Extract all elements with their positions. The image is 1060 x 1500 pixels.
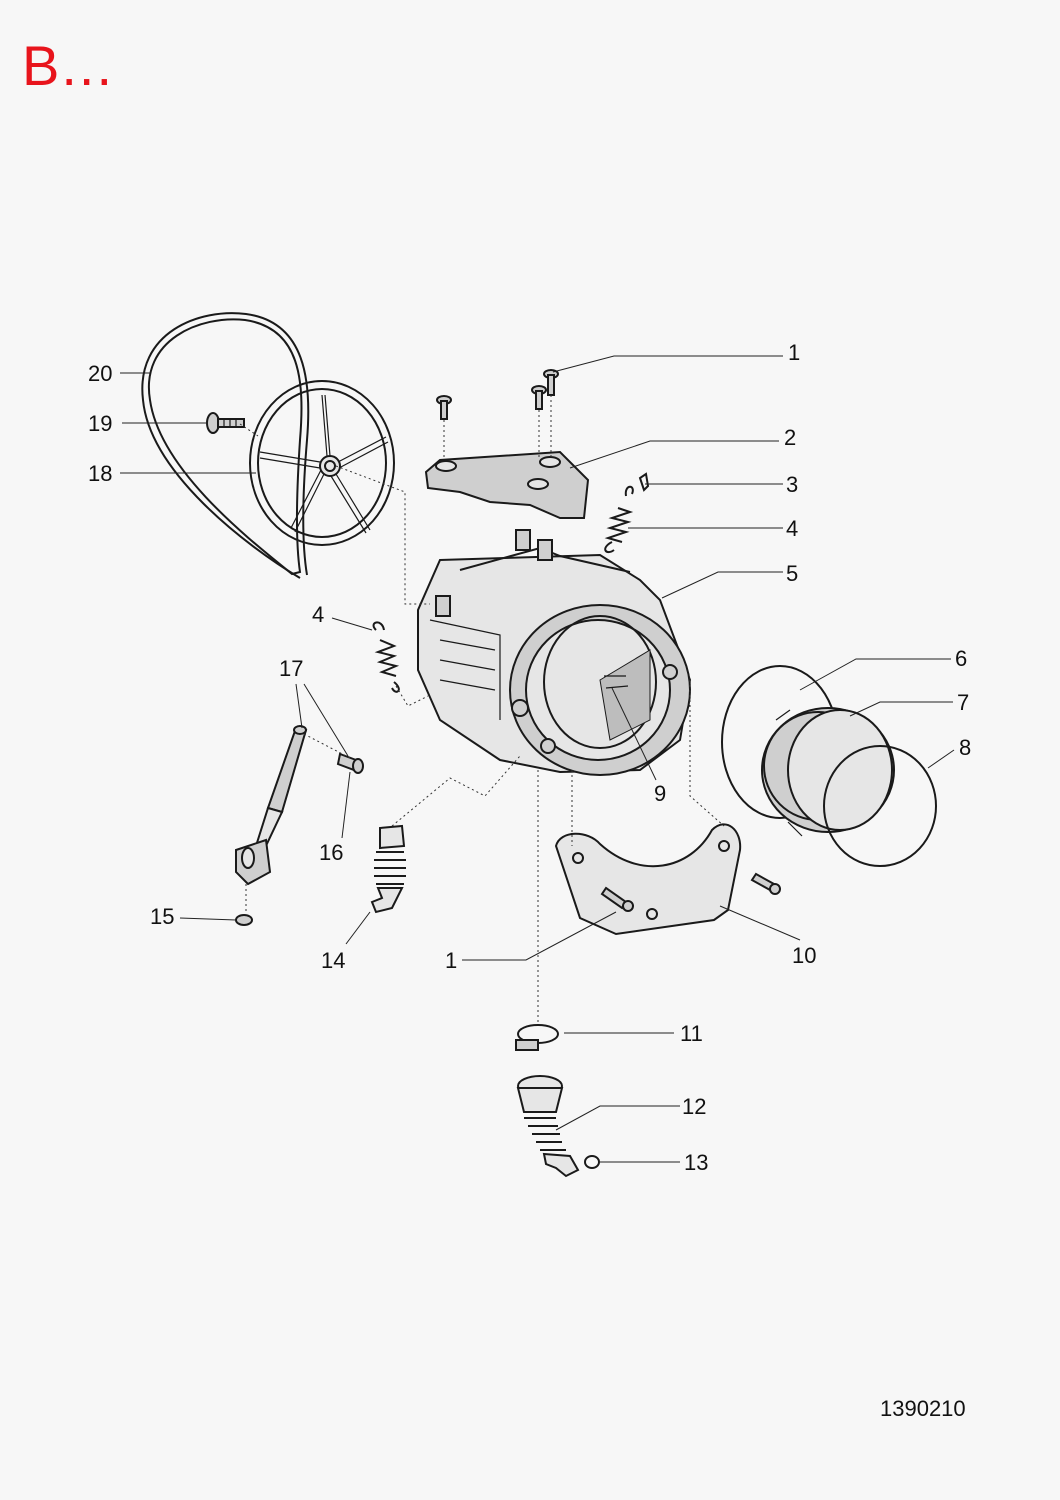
callout-12: 12 [682, 1094, 706, 1119]
assembly-guides [239, 395, 725, 1024]
callout-17: 17 [279, 656, 303, 681]
screw-icon [235, 914, 253, 926]
spring-icon [604, 485, 634, 554]
ring-icon [823, 745, 937, 867]
leader-lines [120, 355, 955, 1163]
door-gasket-icon [761, 707, 895, 837]
callout-14: 14 [321, 948, 345, 973]
callout-7: 7 [957, 690, 969, 715]
screw-icon [600, 872, 781, 912]
callout-5: 5 [786, 561, 798, 586]
ring-icon [584, 1155, 600, 1169]
callout-11: 11 [680, 1021, 703, 1046]
callout-4-right: 4 [786, 516, 798, 541]
callout-13: 13 [684, 1150, 708, 1175]
callout-8: 8 [959, 735, 971, 760]
callout-16: 16 [319, 840, 343, 865]
page-title: B... [22, 34, 115, 97]
callout-labels: 1 2 3 4 5 6 7 8 9 10 1 11 12 13 14 15 16… [88, 340, 971, 1175]
callout-3: 3 [786, 472, 798, 497]
drum-icon [543, 615, 657, 749]
callout-4-left: 4 [312, 602, 324, 627]
callout-15: 15 [150, 904, 174, 929]
callout-1-top: 1 [788, 340, 800, 365]
callout-1-bottom: 1 [445, 948, 457, 973]
counterweight-icon [424, 450, 590, 519]
hose-clamp-icon [515, 1024, 559, 1051]
damper-icon [235, 725, 308, 886]
bracket-icon [554, 823, 742, 936]
screw-icon [436, 369, 559, 420]
callout-19: 19 [88, 411, 112, 436]
spring-icon [372, 621, 400, 693]
screw-icon [206, 412, 245, 434]
callout-2: 2 [784, 425, 796, 450]
callout-18: 18 [88, 461, 112, 486]
drawing-number: 1390210 [880, 1396, 966, 1421]
clip-icon [638, 472, 650, 492]
callout-20: 20 [88, 361, 112, 386]
screw-icon [336, 752, 364, 774]
drain-hose-icon [370, 824, 406, 914]
drain-hose-icon [516, 1075, 580, 1178]
callout-9: 9 [654, 781, 666, 806]
callout-10: 10 [792, 943, 816, 968]
belt-icon [141, 312, 310, 579]
callout-6: 6 [955, 646, 967, 671]
pulley-icon [249, 380, 395, 546]
